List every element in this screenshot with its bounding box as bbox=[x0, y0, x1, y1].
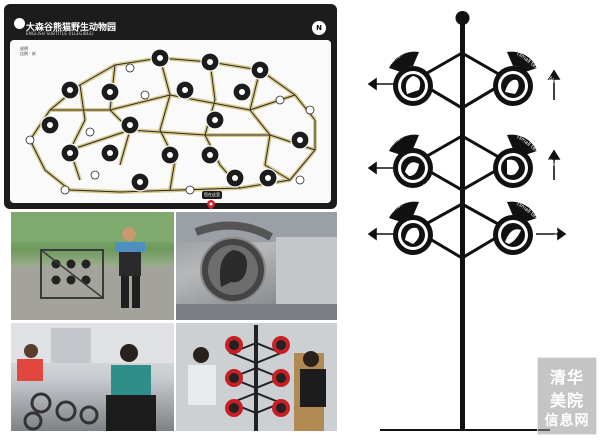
sign-disc-left-bot bbox=[389, 201, 433, 255]
map-body bbox=[10, 40, 331, 203]
map-title: 大森谷熊猫野生动物园 bbox=[26, 23, 117, 33]
sign-disc-right-mid bbox=[493, 134, 537, 188]
you-are-here-marker: 您在这里 bbox=[202, 191, 222, 199]
signpost-svg: [small text illegible] [small text illeg… bbox=[367, 11, 567, 431]
watermark-line3: 信息网 bbox=[544, 413, 590, 429]
photo-pole-assembly bbox=[176, 323, 337, 431]
legend-title: 说明 bbox=[20, 46, 28, 51]
photo-assembly bbox=[11, 323, 174, 431]
photo-d-scene bbox=[176, 323, 337, 431]
photo-b-scene bbox=[176, 212, 337, 320]
sign-disc-left-top bbox=[389, 51, 433, 106]
photo-prototype-board bbox=[11, 212, 174, 320]
location-pin-icon bbox=[207, 200, 215, 209]
park-map: 大森谷熊猫野生动物园 ENGLISH SUBTITLE (ILLEGIBLE) bbox=[4, 4, 337, 209]
signpost-drawing: [small text illegible] [small text illeg… bbox=[345, 8, 595, 433]
map-legend: 说明 比例 · 米 bbox=[20, 46, 36, 56]
pole-top-ball bbox=[455, 11, 470, 25]
compass-icon: N bbox=[311, 20, 327, 36]
map-subtitle: ENGLISH SUBTITLE (ILLEGIBLE) bbox=[26, 31, 94, 36]
sign-disc-right-top bbox=[493, 51, 537, 106]
watermark-line2: 美院 bbox=[549, 391, 584, 410]
watermark: 清华 美院 信息网 bbox=[537, 357, 597, 435]
legend-scale: 比例 · 米 bbox=[20, 51, 36, 56]
photo-c-scene bbox=[11, 323, 174, 431]
photo-a-scene bbox=[11, 212, 174, 320]
park-logo-icon bbox=[14, 18, 25, 29]
frame-bot bbox=[411, 202, 513, 260]
watermark-line1: 清华 bbox=[549, 368, 584, 387]
sign-disc-left-mid bbox=[389, 134, 433, 188]
pole bbox=[460, 16, 465, 430]
frame-mid bbox=[411, 134, 513, 192]
photo-workshop-sign bbox=[176, 212, 337, 320]
sign-disc-right-bot bbox=[493, 201, 537, 255]
map-routes bbox=[25, 48, 317, 195]
